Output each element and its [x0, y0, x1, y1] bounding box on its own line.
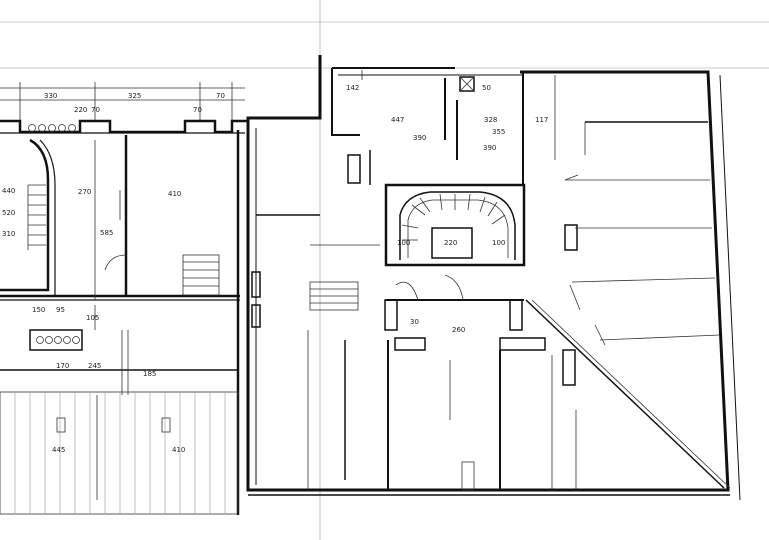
dim-label: 245 [88, 362, 101, 370]
dim-label: 585 [100, 229, 113, 237]
dim-label: 50 [482, 84, 491, 92]
dim-label: 325 [128, 92, 141, 100]
dim-label: 410 [168, 190, 181, 198]
dim-label: 100 [492, 239, 505, 247]
dim-label: 70 [91, 106, 100, 114]
wall-ornament [28, 124, 76, 132]
dim-label: 270 [78, 188, 91, 196]
dim-label: 70 [216, 92, 225, 100]
dimension-labels: 330 220 70 325 70 70 440 520 310 270 410… [2, 84, 548, 454]
vent-circles [36, 336, 80, 344]
dim-label: 260 [452, 326, 465, 334]
dim-label: 150 [32, 306, 45, 314]
dim-label: 70 [193, 106, 202, 114]
dim-label: 142 [346, 84, 359, 92]
dim-label: 440 [2, 187, 15, 195]
dim-label: 117 [535, 116, 548, 124]
dim-label: 220 [444, 239, 457, 247]
dim-label: 330 [44, 92, 57, 100]
dim-label: 170 [56, 362, 69, 370]
dim-label: 520 [2, 209, 15, 217]
right-stair [309, 281, 359, 311]
dim-label: 185 [143, 370, 156, 378]
right-building [246, 55, 741, 501]
dim-label: 310 [2, 230, 15, 238]
dim-label: 390 [413, 134, 426, 142]
dim-label: 220 [74, 106, 87, 114]
dim-label: 30 [410, 318, 419, 326]
dim-label: 410 [172, 446, 185, 454]
dim-label: 328 [484, 116, 497, 124]
hatch-lines [14, 392, 226, 514]
left-building [0, 82, 248, 515]
dim-label: 355 [492, 128, 505, 136]
dim-label: 100 [397, 239, 410, 247]
left-stair [27, 184, 46, 250]
dim-label: 445 [52, 446, 65, 454]
small-stair [182, 254, 220, 296]
main-staircase [384, 183, 526, 267]
dim-label: 105 [86, 314, 99, 322]
dim-label: 447 [391, 116, 404, 124]
dim-label: 95 [56, 306, 65, 314]
dim-label: 390 [483, 144, 496, 152]
